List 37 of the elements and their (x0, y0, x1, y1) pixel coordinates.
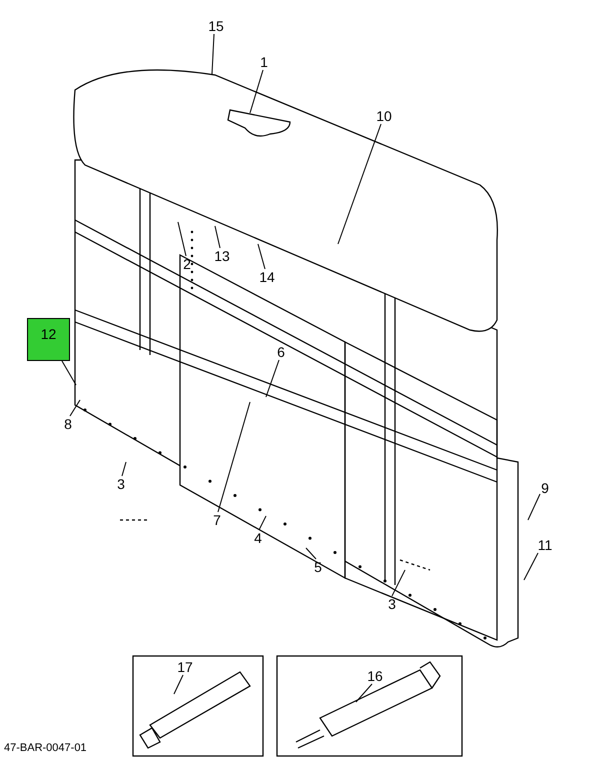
leader-line (338, 124, 382, 244)
callout-number: 14 (258, 269, 276, 285)
leader-line (214, 226, 220, 248)
callout-number: 8 (62, 416, 74, 432)
leader-line (218, 402, 250, 512)
leader-line (212, 34, 214, 74)
leader-line (306, 548, 316, 560)
callout-number: 1 (258, 54, 270, 70)
leader-line (266, 360, 280, 398)
callout-number: 15 (207, 18, 225, 34)
callout-number: 9 (539, 480, 551, 496)
leader-line (524, 552, 538, 580)
leader-line (62, 360, 76, 386)
callout-number: 2 (181, 256, 193, 272)
callout-number: 7 (211, 512, 223, 528)
leader-line (250, 70, 264, 114)
drawing-number: 47-BAR-0047-01 (4, 742, 87, 754)
callout-number: 5 (312, 559, 324, 575)
highlighted-callout-number: 12 (27, 318, 70, 361)
callout-number: 3 (115, 476, 127, 492)
leader-line (392, 570, 406, 596)
callout-number: 6 (275, 344, 287, 360)
leader-line (178, 222, 186, 256)
callout-number: 16 (366, 668, 384, 684)
callout-number: 10 (375, 108, 393, 124)
callout-number: 11 (536, 537, 554, 553)
leader-line (258, 244, 266, 270)
leader-line (356, 684, 372, 702)
leader-line (528, 494, 540, 520)
callout-number: 17 (176, 659, 194, 675)
leader-line (70, 400, 80, 416)
leader-line (174, 674, 184, 694)
callout-number: 4 (252, 530, 264, 546)
leader-line (258, 516, 266, 530)
callout-number: 13 (213, 248, 231, 264)
leader-line (122, 462, 126, 476)
callout-number: 3 (386, 596, 398, 612)
